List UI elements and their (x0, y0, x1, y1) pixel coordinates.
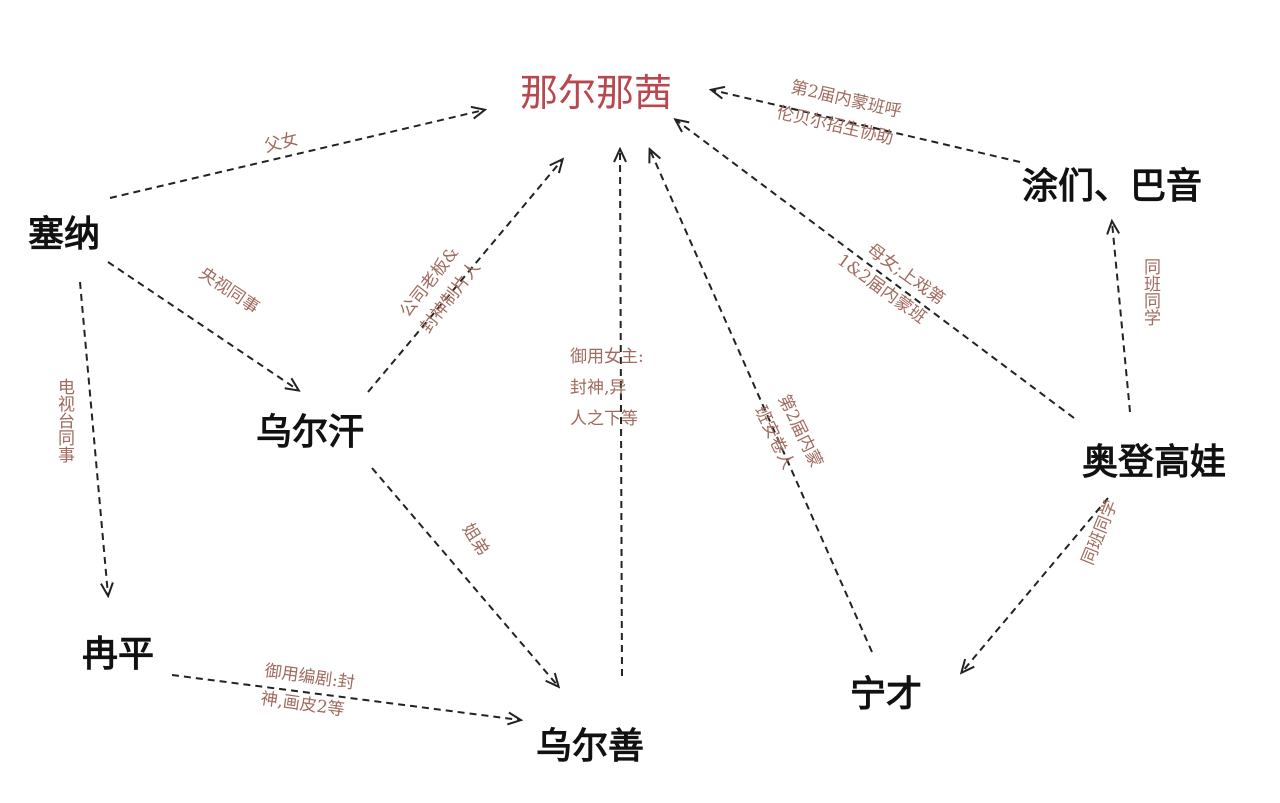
label-aodeng-ningcai: 同班同学 (1078, 497, 1122, 568)
edges (79, 90, 1131, 720)
node-wuerhan: 乌尔汗 (256, 412, 364, 453)
edge-aodeng-tumen (1112, 222, 1131, 413)
edge-saina-naernaxi (109, 110, 484, 199)
edge-wuerhan-wuershan (371, 467, 558, 686)
node-ranping: 冉平 (82, 634, 154, 675)
label-aodeng-naernaxi: 母女;上戏第 1&2届内蒙班 (833, 229, 952, 333)
label-saina-naernaxi: 父女 (262, 129, 300, 157)
label-ningcai-naernaxi: 第2届内蒙 班安卷人 (750, 391, 828, 487)
label-wuershan-naernaxi-line2: 封神,异 (570, 378, 626, 398)
edge-wuerhan-naernaxi (367, 160, 562, 393)
node-aodeng-gaowa: 奥登高娃 (1082, 442, 1226, 483)
label-wuershan-naernaxi: 御用女主: 封神,异 人之下等 (570, 347, 649, 429)
label-wuershan-naernaxi-line1: 御用女主: (570, 347, 644, 367)
label-ranping-wuershan: 御用编剧:封 神,画皮2等 (259, 661, 361, 722)
edge-saina-wuerhan (107, 261, 298, 390)
label-saina-wuerhan: 央视同事 (195, 264, 263, 319)
label-wuerhan-naernaxi: 公司老板& 封神制片人 (396, 239, 487, 337)
node-wuershan: 乌尔善 (536, 726, 644, 767)
label-wuerhan-wuershan: 姐弟 (458, 520, 493, 559)
label-saina-ranping: 电视台同事 (54, 378, 75, 463)
edge-tumen-naernaxi (712, 90, 1021, 163)
edge-ningcai-naernaxi (650, 150, 873, 653)
label-wuershan-naernaxi-line3: 人之下等 (570, 409, 638, 429)
edge-ranping-wuershan (171, 674, 520, 720)
node-tumen-bayin: 涂们、巴音 (1022, 166, 1202, 207)
node-naernaxi: 那尔那茜 (520, 71, 672, 115)
edge-aodeng-ningcai (962, 497, 1109, 672)
node-saina: 塞纳 (28, 214, 100, 255)
label-tumen-naernaxi: 第2届内蒙班呼 伦贝尔招生协助 (775, 76, 909, 151)
edge-saina-ranping (79, 281, 108, 595)
label-aodeng-tumen: 同班同学 (1140, 258, 1161, 326)
label-ranping-wuershan-line2: 神,画皮2等 (259, 689, 345, 721)
edge-aodeng-naernaxi (676, 120, 1075, 419)
label-ranping-wuershan-line1: 御用编剧:封 (263, 661, 356, 693)
node-ningcai: 宁才 (850, 674, 922, 715)
edge-wuershan-naernaxi (620, 150, 622, 677)
nodes: 那尔那茜 塞纳 涂们、巴音 乌尔汗 奥登高娃 冉平 乌尔善 宁才 (28, 71, 1226, 767)
